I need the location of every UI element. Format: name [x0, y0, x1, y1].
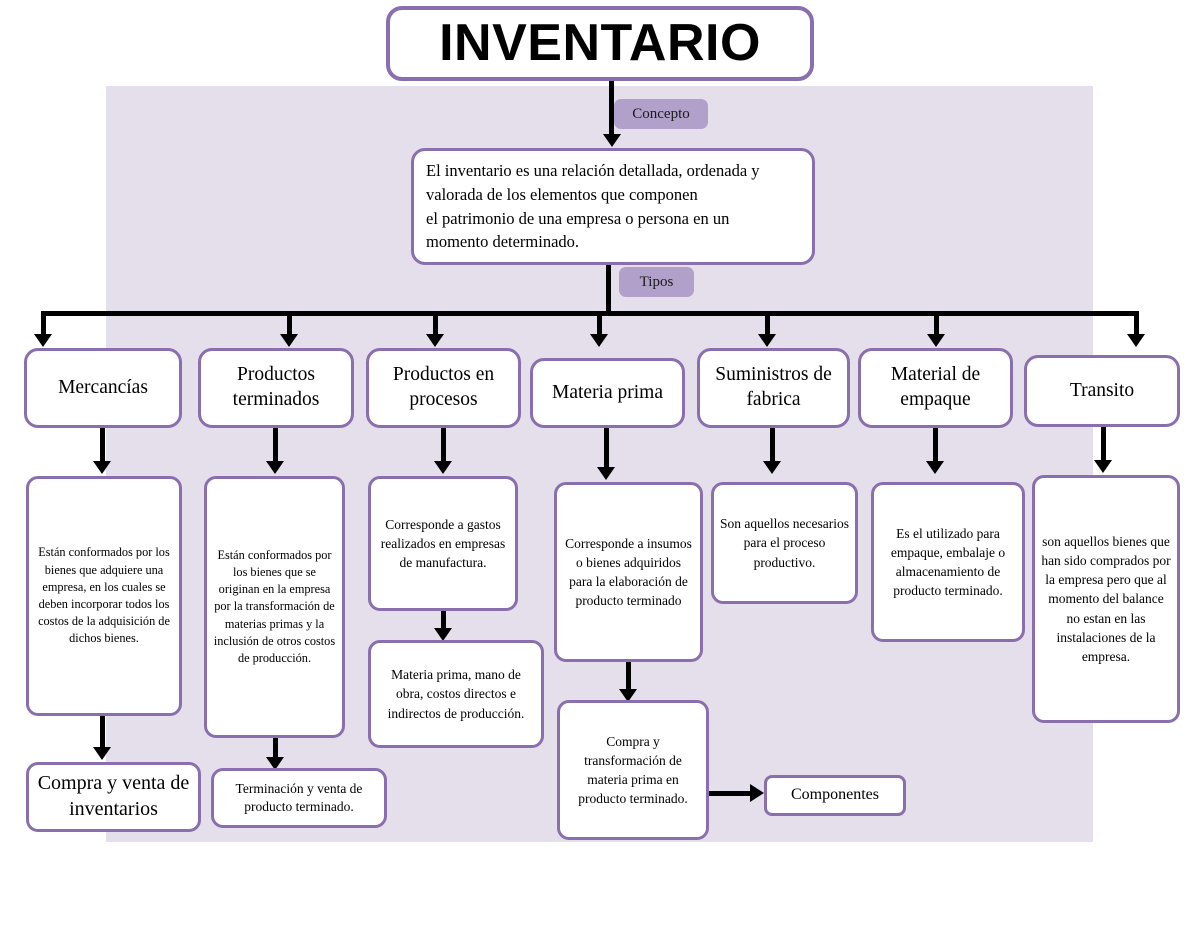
concept-line-3: el patrimonio de una empresa o persona e…: [426, 208, 730, 228]
type-node-material-de-empaque: Material de empaque: [858, 348, 1013, 428]
distribution-bar: [41, 311, 1139, 316]
arrowhead-branch-6: [927, 334, 945, 347]
title-text: INVENTARIO: [439, 14, 761, 73]
connector-title-to-concept: [609, 81, 614, 139]
connector-concept-to-bar: [606, 265, 611, 315]
connector-branch-2: [287, 311, 292, 339]
connector-branch-5: [765, 311, 770, 339]
type-node-mercancias: Mercancías: [24, 348, 182, 428]
detail-text: Son aquellos necesarios para el proceso …: [720, 516, 849, 570]
type-node-suministros-de-fabrica: Suministros de fabrica: [697, 348, 850, 428]
detail-node-productos-en-procesos: Corresponde a gastos realizados en empre…: [368, 476, 518, 611]
detail-text: Corresponde a insumos o bienes adquirido…: [565, 535, 692, 609]
connector-type1-to-detail1: [100, 428, 105, 464]
connector-type6-to-detail6: [933, 428, 938, 464]
outcome-node-compra-venta: Compra y venta de inventarios: [26, 762, 201, 832]
subdetail-text: Compra y transformación de materia prima…: [578, 733, 688, 807]
arrowhead-detail1-to-outcome1: [93, 747, 111, 760]
connector-branch-6: [934, 311, 939, 339]
connector-branch-7: [1134, 311, 1139, 339]
arrowhead-type7-to-detail7: [1094, 460, 1112, 473]
arrowhead-type1-to-detail1: [93, 461, 111, 474]
detail-node-materia-prima: Corresponde a insumos o bienes adquirido…: [554, 482, 703, 662]
type-label: Productos terminados: [232, 364, 320, 410]
detail-node-material-de-empaque: Es el utilizado para empaque, embalaje o…: [871, 482, 1025, 642]
arrowhead-branch-4: [590, 334, 608, 347]
arrowhead-detail4-to-subdetail2: [619, 689, 637, 702]
arrowhead-subdetail2-to-componentes: [750, 784, 764, 802]
detail-text: Están conformados por los bienes que se …: [213, 547, 336, 665]
type-node-productos-en-procesos: Productos en procesos: [366, 348, 521, 428]
detail-node-suministros-de-fabrica: Son aquellos necesarios para el proceso …: [711, 482, 858, 604]
connector-type5-to-detail5: [770, 428, 775, 464]
connector-subdetail2-to-componentes: [709, 791, 755, 796]
detail-text: Es el utilizado para empaque, embalaje o…: [890, 525, 1006, 599]
detail-node-mercancias: Están conformados por los bienes que adq…: [26, 476, 182, 716]
subdetail-node-compra-transformacion: Compra y transformación de materia prima…: [557, 700, 709, 840]
outcome-node-componentes: Componentes: [764, 775, 906, 816]
connector-type7-to-detail7: [1101, 427, 1106, 463]
type-label: Mercancías: [58, 376, 148, 398]
arrowhead-type5-to-detail5: [763, 461, 781, 474]
connector-detail2-to-outcome2: [273, 738, 278, 764]
detail-node-productos-terminados: Están conformados por los bienes que se …: [204, 476, 345, 738]
connector-detail3-to-subdetail1: [441, 611, 446, 633]
detail-text: son aquellos bienes que han sido comprad…: [1041, 533, 1171, 664]
chip-concepto: Concepto: [614, 99, 708, 129]
type-label: Materia prima: [552, 381, 663, 403]
connector-branch-3: [433, 311, 438, 339]
chip-tipos: Tipos: [619, 267, 694, 297]
type-node-transito: Transito: [1024, 355, 1180, 427]
arrowhead-title-to-concept: [603, 134, 621, 147]
connector-detail1-to-outcome1: [100, 716, 105, 750]
detail-text: Corresponde a gastos realizados en empre…: [380, 516, 506, 571]
type-node-materia-prima: Materia prima: [530, 358, 685, 428]
type-node-productos-terminados: Productos terminados: [198, 348, 354, 428]
chip-tipos-label: Tipos: [639, 273, 674, 290]
outcome-text: Compra y venta de inventarios: [37, 772, 190, 820]
arrowhead-detail3-to-subdetail1: [434, 628, 452, 641]
title-node: INVENTARIO: [386, 6, 814, 81]
type-label: Suministros de fabrica: [715, 364, 832, 410]
subdetail-text: Materia prima, mano de obra, costos dire…: [387, 667, 525, 721]
arrowhead-detail2-to-outcome2: [266, 757, 284, 770]
detail-node-transito: son aquellos bienes que han sido comprad…: [1032, 475, 1180, 723]
arrowhead-type3-to-detail3: [434, 461, 452, 474]
connector-type2-to-detail2: [273, 428, 278, 464]
connector-branch-4: [597, 311, 602, 339]
arrowhead-type4-to-detail4: [597, 467, 615, 480]
arrowhead-type2-to-detail2: [266, 461, 284, 474]
connector-type4-to-detail4: [604, 428, 609, 470]
chip-concepto-label: Concepto: [632, 105, 690, 122]
concept-line-2: valorada de los elementos que componen: [426, 184, 698, 204]
outcome-text: Terminación y venta de producto terminad…: [235, 780, 363, 814]
arrowhead-branch-1: [34, 334, 52, 347]
detail-text: Están conformados por los bienes que adq…: [38, 545, 170, 646]
arrowhead-branch-3: [426, 334, 444, 347]
arrowhead-branch-2: [280, 334, 298, 347]
connector-detail4-to-subdetail2: [626, 662, 631, 694]
concept-line-4: momento determinado.: [426, 232, 580, 252]
type-label: Transito: [1069, 379, 1135, 401]
subdetail-node-costos-produccion: Materia prima, mano de obra, costos dire…: [368, 640, 544, 748]
concept-node: El inventario es una relación detallada,…: [411, 148, 815, 265]
arrowhead-branch-5: [758, 334, 776, 347]
arrowhead-branch-7: [1127, 334, 1145, 347]
outcome-text: Componentes: [791, 786, 879, 804]
connector-branch-1: [41, 311, 46, 339]
outcome-node-terminacion-venta: Terminación y venta de producto terminad…: [211, 768, 387, 828]
type-label: Productos en procesos: [392, 364, 495, 410]
arrowhead-type6-to-detail6: [926, 461, 944, 474]
connector-type3-to-detail3: [441, 428, 446, 464]
concept-line-1: El inventario es una relación detallada,…: [426, 160, 760, 180]
type-label: Material de empaque: [890, 364, 981, 410]
